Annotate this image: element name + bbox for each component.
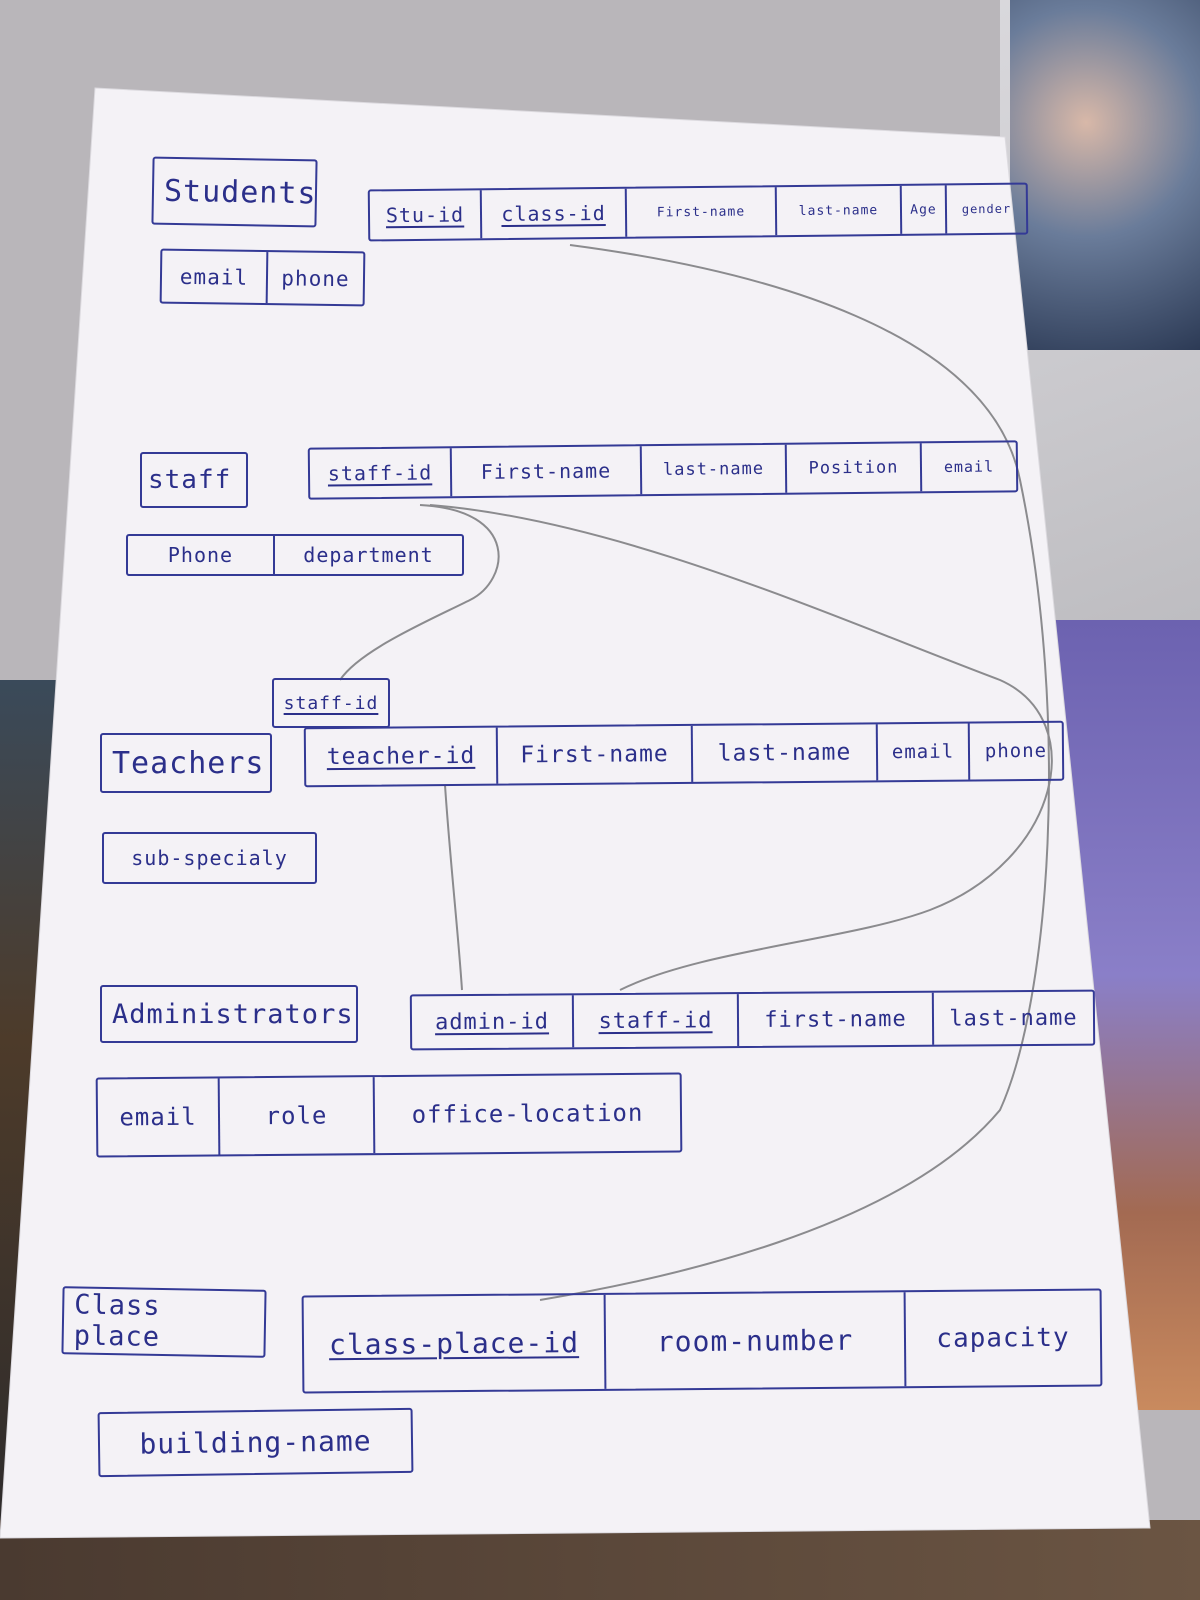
classplace-field-room-number: room-number (603, 1292, 905, 1389)
students-field-first-name: First-name (624, 187, 776, 237)
administrators-field-email: email (119, 1102, 197, 1132)
classplace-fields-row: class-place-id room-number capacity (301, 1288, 1103, 1394)
administrators-entity-title: Administrators (100, 985, 358, 1043)
teachers-field-last-name: last-name (690, 724, 877, 782)
students-field-last-name: last-name (774, 185, 901, 236)
teachers-field-phone: phone (967, 722, 1063, 780)
students-field-age: Age (899, 185, 946, 234)
administrators-field-admin-id: admin-id (434, 1008, 550, 1035)
staff-extra-fields-row: Phone department (126, 534, 464, 576)
administrators-title-text: Administrators (112, 998, 354, 1030)
teachers-fields-row: teacher-id First-name last-name email ph… (303, 720, 1065, 788)
students-field-phone: phone (265, 252, 364, 305)
students-title-text: Students (163, 173, 317, 211)
administrators-fields-row: admin-id staff-id first-name last-name (409, 989, 1096, 1051)
teachers-field-sub-specialy: sub-specialy (131, 846, 288, 870)
staff-fields-row: staff-id First-name last-name Position e… (307, 440, 1019, 500)
teachers-field-email: email (875, 723, 969, 781)
students-field-gender: gender (944, 184, 1027, 234)
administrators-extra-fields-row: email role office-location (95, 1072, 683, 1158)
students-entity-title: Students (151, 156, 318, 228)
staff-field-phone: Phone (167, 543, 234, 567)
classplace-entity-title: Class place (61, 1286, 267, 1358)
classplace-field-class-place-id: class-place-id (328, 1325, 580, 1361)
students-field-stu-id: Stu-id (385, 202, 465, 228)
administrators-field-last-name: last-name (931, 991, 1094, 1045)
teachers-entity-title: Teachers (100, 733, 272, 793)
administrators-field-staff-id: staff-id (571, 994, 738, 1048)
teachers-title-text: Teachers (112, 745, 265, 781)
staff-field-position: Position (784, 443, 921, 493)
staff-field-department: department (273, 536, 462, 574)
classplace-field-building-name: building-name (139, 1424, 372, 1461)
teachers-foreign-key-staff-id: staff-id (272, 678, 390, 728)
staff-field-email: email (919, 442, 1017, 492)
students-field-email: email (179, 264, 249, 290)
staff-field-staff-id: staff-id (327, 460, 433, 486)
students-extra-fields-row: email phone (159, 248, 366, 307)
administrators-field-office-location: office-location (372, 1074, 681, 1154)
students-field-class-id: class-id (479, 188, 626, 239)
teachers-field-first-name: First-name (495, 725, 692, 784)
classplace-title-text: Class place (73, 1289, 161, 1353)
administrators-field-role: role (217, 1077, 374, 1155)
classplace-extra-fields-row: building-name (97, 1407, 414, 1478)
classplace-field-capacity: capacity (903, 1290, 1101, 1387)
administrators-field-first-name: first-name (736, 992, 933, 1047)
staff-field-last-name: last-name (639, 444, 786, 495)
teachers-field-teacher-id: teacher-id (326, 742, 476, 771)
students-fields-row: Stu-id class-id First-name last-name Age… (367, 182, 1029, 242)
staff-field-first-name: First-name (449, 446, 641, 497)
teachers-extra-fields-row: sub-specialy (102, 832, 317, 884)
staff-title-text: staff (148, 465, 232, 495)
staff-entity-title: staff (140, 452, 248, 508)
